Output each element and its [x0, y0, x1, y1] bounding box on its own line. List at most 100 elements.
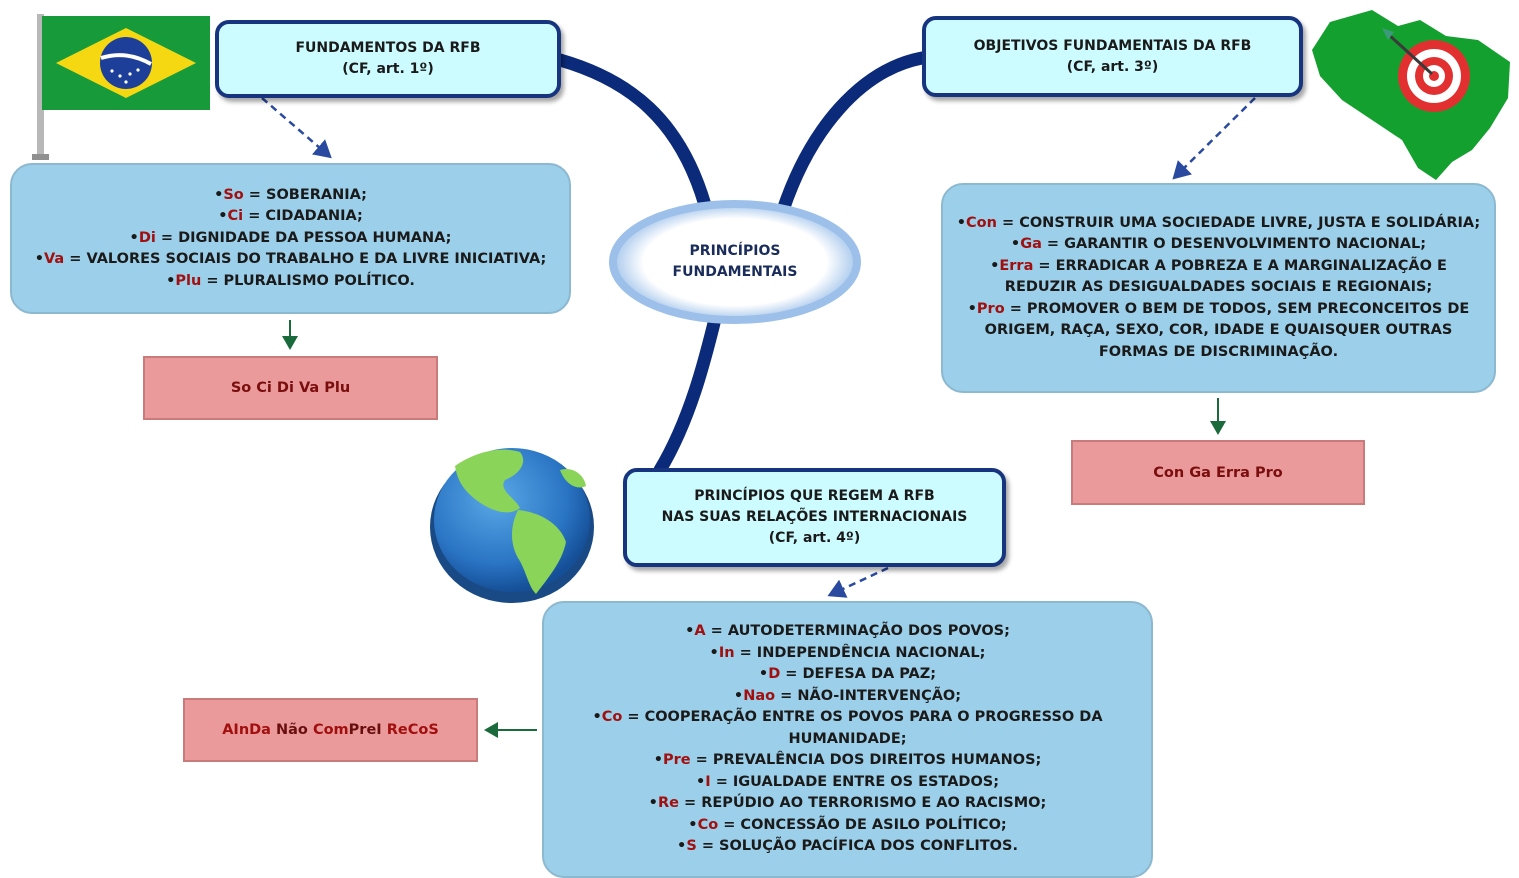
bullet-icon: •	[990, 257, 1000, 274]
principios-item-text: = CONCESSÃO DE ASILO POLÍTICO;	[718, 816, 1007, 833]
bullet-icon: •	[1010, 236, 1021, 253]
fundamentos-mnemonic-text: So Ci Di Va Plu	[230, 380, 351, 396]
fundamentos-mnemonic: So Ci Di Va Plu	[143, 356, 438, 420]
central-line-2: FUNDAMENTAIS	[672, 264, 798, 280]
principios-item-abbr: Nao	[743, 687, 776, 704]
principios-item-text: = AUTODETERMINAÇÃO DOS POVOS;	[705, 623, 1010, 640]
principios-item-text: = SOLUÇÃO PACÍFICA DOS CONFLITOS.	[696, 838, 1018, 855]
fundamentos-item-abbr: Ci	[227, 208, 244, 225]
objetivos-mnemonic-text: Con Ga Erra Pro	[1153, 464, 1283, 481]
central-node	[609, 200, 861, 324]
brazil-map-target-icon	[1312, 10, 1510, 180]
bullet-icon: •	[166, 272, 176, 289]
central-node-label: PRINCÍPIOS FUNDAMENTAIS	[655, 241, 815, 283]
branch-objetivos	[776, 51, 929, 217]
principios-item-text: = IGUALDADE ENTRE OS ESTADOS;	[710, 773, 1000, 790]
principios-item: •Pre = PREVALÊNCIA DOS DIREITOS HUMANOS;	[584, 750, 1111, 772]
principios-mnemonic-segment: ReCoS	[386, 722, 439, 738]
principios-mnemonic-segment: PreI	[348, 722, 387, 738]
principios-item: •S = SOLUÇÃO PACÍFICA DOS CONFLITOS.	[584, 836, 1111, 858]
principios-item-abbr: In	[718, 644, 735, 661]
branch-fundamentos	[553, 53, 712, 212]
objetivos-item: •Pro = PROMOVER O BEM DE TODOS, SEM PREC…	[953, 299, 1484, 364]
objetivos-item-abbr: Ga	[1020, 236, 1042, 253]
objetivos-item-text: = ERRADICAR A POBREZA E A MARGINALIZAÇÃO…	[1004, 257, 1447, 296]
fundamentos-item-text: = VALORES SOCIAIS DO TRABALHO E DA LIVRE…	[64, 251, 547, 268]
fundamentos-item-abbr: Plu	[175, 272, 202, 289]
objetivos-subtitle: (CF, art. 3º)	[1066, 58, 1159, 75]
principios-item: •D = DEFESA DA PAZ;	[584, 664, 1111, 686]
objetivos-item-abbr: Erra	[999, 257, 1034, 274]
bullet-icon: •	[129, 229, 139, 246]
principios-item-abbr: S	[686, 838, 697, 855]
principios-mnemonic-segment: Com	[312, 722, 349, 738]
principios-item-text: = COOPERAÇÃO ENTRE OS POVOS PARA O PROGR…	[622, 709, 1103, 747]
principios-item-text: = INDEPENDÊNCIA NACIONAL;	[734, 644, 986, 661]
bullet-icon: •	[709, 644, 719, 661]
objetivos-item-abbr: Con	[966, 214, 997, 231]
principios-item-abbr: D	[768, 666, 781, 683]
principios-item: •Re = REPÚDIO AO TERRORISMO E AO RACISMO…	[584, 793, 1111, 815]
fundamentos-item: •Ci = CIDADANIA;	[35, 206, 547, 228]
principios-header: PRINCÍPIOS QUE REGEM A RFB NAS SUAS RELA…	[623, 468, 1006, 567]
principios-mnemonic-text: AInDa Não ComPreI ReCoS	[222, 722, 439, 738]
fundamentos-item-text: = DIGNIDADE DA PESSOA HUMANA;	[155, 229, 452, 246]
principios-line-3: (CF, art. 4º)	[768, 530, 861, 546]
fundamentos-header: FUNDAMENTOS DA RFB (CF, art. 1º)	[215, 20, 561, 98]
fundamentos-item: •Di = DIGNIDADE DA PESSOA HUMANA;	[35, 228, 547, 250]
branch-principios	[653, 308, 723, 477]
objetivos-item-abbr: Pro	[976, 300, 1005, 317]
bullet-icon: •	[218, 208, 228, 225]
principios-line-2: NAS SUAS RELAÇÕES INTERNACIONAIS	[661, 509, 968, 525]
principios-item-text: = DEFESA DA PAZ;	[780, 666, 937, 683]
objetivos-item-text: = PROMOVER O BEM DE TODOS, SEM PRECONCEI…	[984, 300, 1470, 360]
bullet-icon: •	[688, 816, 698, 833]
objetivos-item: •Ga = GARANTIR O DESENVOLVIMENTO NACIONA…	[953, 234, 1484, 256]
bullet-icon: •	[653, 752, 663, 769]
bullet-icon: •	[956, 214, 967, 231]
bullet-icon: •	[967, 300, 977, 317]
objetivos-header: OBJETIVOS FUNDAMENTAIS DA RFB (CF, art. …	[922, 16, 1303, 97]
dashed-arrow-principios	[827, 566, 889, 598]
principios-item-abbr: Re	[657, 795, 679, 812]
dashed-arrow-objetivos	[1172, 97, 1256, 180]
fundamentos-item-text: = CIDADANIA;	[243, 208, 363, 225]
brazil-flag-icon	[32, 14, 210, 160]
fundamentos-items: •So = SOBERANIA;•Ci = CIDADANIA;•Di = DI…	[35, 185, 547, 293]
principios-mnemonic: AInDa Não ComPreI ReCoS	[183, 698, 478, 762]
principios-list: •A = AUTODETERMINAÇÃO DOS POVOS;•In = IN…	[542, 601, 1153, 878]
globe-icon	[430, 448, 594, 603]
principios-items: •A = AUTODETERMINAÇÃO DOS POVOS;•In = IN…	[584, 621, 1111, 858]
fundamentos-item-abbr: Di	[138, 229, 156, 246]
principios-item-abbr: Co	[697, 816, 719, 833]
principios-item: •A = AUTODETERMINAÇÃO DOS POVOS;	[584, 621, 1111, 643]
principios-item-abbr: Pre	[662, 752, 691, 769]
principios-item-abbr: A	[694, 623, 706, 640]
objetivos-item-text: = CONSTRUIR UMA SOCIEDADE LIVRE, JUSTA E…	[996, 214, 1481, 231]
bullet-icon: •	[695, 773, 706, 790]
central-line-1: PRINCÍPIOS	[689, 243, 781, 259]
objetivos-item: •Erra = ERRADICAR A POBREZA E A MARGINAL…	[953, 256, 1484, 299]
fundamentos-item-text: = PLURALISMO POLÍTICO.	[201, 272, 415, 289]
principios-line-1: PRINCÍPIOS QUE REGEM A RFB	[694, 488, 935, 504]
principios-item-text: = NÃO-INTERVENÇÃO;	[775, 687, 962, 704]
fundamentos-item-abbr: So	[223, 186, 244, 203]
principios-item: •In = INDEPENDÊNCIA NACIONAL;	[584, 643, 1111, 665]
fundamentos-item: •Va = VALORES SOCIAIS DO TRABALHO E DA L…	[35, 249, 547, 271]
objetivos-list: •Con = CONSTRUIR UMA SOCIEDADE LIVRE, JU…	[941, 183, 1496, 393]
dashed-arrow-fundamentos	[261, 97, 332, 159]
bullet-icon: •	[648, 795, 658, 812]
bullet-icon: •	[685, 623, 695, 640]
fundamentos-subtitle: (CF, art. 1º)	[342, 61, 434, 77]
principios-item-abbr: Co	[601, 709, 623, 726]
objetivos-item-text: = GARANTIR O DESENVOLVIMENTO NACIONAL;	[1041, 236, 1427, 253]
fundamentos-list: •So = SOBERANIA;•Ci = CIDADANIA;•Di = DI…	[10, 163, 571, 314]
objetivos-items: •Con = CONSTRUIR UMA SOCIEDADE LIVRE, JU…	[953, 213, 1484, 364]
bullet-icon: •	[677, 838, 687, 855]
principios-item: •I = IGUALDADE ENTRE OS ESTADOS;	[584, 772, 1111, 794]
objetivos-title: OBJETIVOS FUNDAMENTAIS DA RFB	[973, 37, 1252, 54]
bullet-icon: •	[733, 687, 744, 704]
objetivos-mnemonic: Con Ga Erra Pro	[1071, 440, 1365, 505]
objetivos-item: •Con = CONSTRUIR UMA SOCIEDADE LIVRE, JU…	[953, 213, 1484, 235]
